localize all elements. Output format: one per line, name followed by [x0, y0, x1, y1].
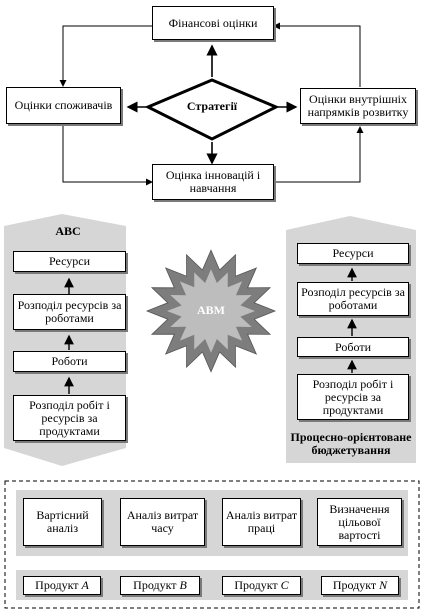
abc-item-activity-allocation: Розподіл робіт і ресурсів за продуктами: [13, 395, 126, 441]
product-b-prefix: Продукт: [133, 578, 177, 592]
bottom-dashed-frame: [4, 480, 420, 609]
product-n-letter: N: [379, 578, 388, 592]
abc-item-resources: Ресурси: [13, 251, 126, 272]
connector-innovation-to-internal: [274, 126, 364, 183]
product-c-letter: C: [280, 578, 289, 592]
process-item-resource-allocation: Розподіл ресурсів за роботами: [297, 282, 409, 316]
analysis-cost: Вартісний аналіз: [23, 498, 102, 546]
product-a-prefix: Продукт: [35, 578, 79, 592]
process-item-activity-allocation: Розподіл робіт і ресурсів за продуктами: [297, 374, 409, 420]
abm-starburst-inner: [167, 269, 255, 353]
connector-customers-to-innovation: [62, 125, 153, 186]
product-n-prefix: Продукт: [332, 578, 377, 592]
product-c-prefix: Продукт: [234, 578, 278, 592]
analysis-labor: Аналіз витрат праці: [222, 498, 301, 546]
process-item-activities: Роботи: [297, 337, 409, 357]
product-n: Продукт N: [321, 576, 399, 595]
analysis-time: Аналіз витрат часу: [120, 498, 205, 546]
strategy-label: Стратегії: [186, 99, 238, 113]
internal-box: Оцінки внутрішніх напрямків розвитку: [300, 88, 416, 124]
innovation-box: Оцінка інновацій і навчання: [152, 164, 274, 200]
abc-item-resource-allocation: Розподіл ресурсів за роботами: [13, 294, 126, 330]
strategy-arrows: [126, 44, 298, 165]
cycle-connectors: [59, 22, 364, 186]
process-caption: Процесно-орієнтоване бюджетування: [290, 430, 412, 457]
abc-title: АВС: [55, 224, 81, 238]
customers-box: Оцінки споживачів: [6, 87, 121, 124]
product-a-letter: A: [81, 578, 89, 592]
process-item-resources: Ресурси: [297, 243, 409, 264]
product-b-letter: B: [179, 578, 187, 592]
abm-label: АВМ: [197, 303, 225, 317]
product-c: Продукт C: [222, 576, 301, 595]
finance-box: Фінансові оцінки: [152, 6, 274, 40]
connector-internal-to-finance: [273, 22, 361, 87]
connector-finance-to-customers: [59, 25, 152, 87]
analysis-target-cost: Визначення цільової вартості: [317, 498, 402, 546]
strategy-diamond: [144, 78, 280, 141]
product-b: Продукт B: [120, 576, 200, 595]
abc-item-activities: Роботи: [13, 351, 126, 372]
product-a: Продукт A: [23, 576, 101, 595]
